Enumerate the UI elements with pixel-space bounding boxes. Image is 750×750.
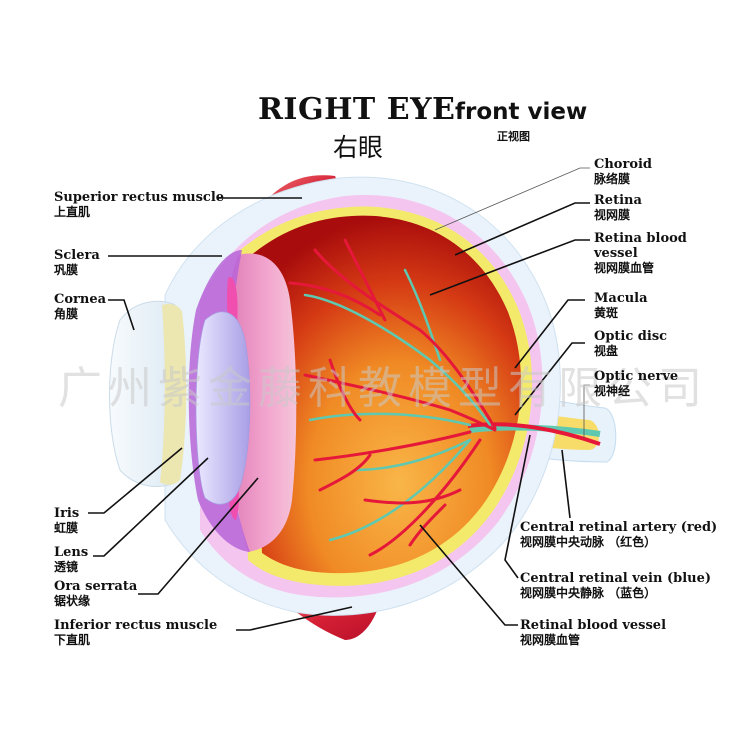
label-cn: 锯状缘 [54, 593, 91, 608]
label-optic-nerve: Optic nerve 视神经 [594, 369, 679, 399]
label-en: Retina blood [594, 231, 687, 246]
label-cornea: Cornea 角膜 [54, 292, 107, 322]
page-title: RIGHT EYE [258, 92, 456, 127]
label-en: Central retinal vein (blue) [520, 571, 712, 586]
label-sclera: Sclera 巩膜 [54, 248, 100, 278]
label-cn: 视网膜血管 [520, 632, 581, 647]
leader-choroid [434, 167, 590, 231]
leader-lines [88, 167, 590, 631]
leader-ora-serrata [138, 477, 259, 595]
label-en: Optic disc [594, 329, 668, 344]
page-subtitle-cn: 正视图 [497, 130, 530, 143]
label-en: Retina [594, 193, 642, 208]
leader-inferior-rectus [236, 606, 353, 631]
label-central-retinal-vein: Central retinal vein (blue) 视网膜中央静脉 （蓝色） [520, 571, 712, 601]
label-superior-rectus-muscle: Superior rectus muscle 上直肌 [54, 190, 225, 220]
label-en: Choroid [594, 157, 653, 172]
leader-retinal-blood-vessel [419, 524, 518, 626]
leader-central-artery [561, 449, 571, 519]
label-en: Ora serrata [54, 579, 138, 594]
label-optic-disc: Optic disc 视盘 [594, 329, 668, 359]
label-cn: 脉络膜 [594, 171, 631, 186]
ciliary-body [226, 253, 297, 552]
label-cn: 巩膜 [54, 262, 79, 277]
leader-retina [454, 202, 590, 256]
leader-cornea [108, 299, 135, 331]
retinal-veins [303, 268, 492, 542]
label-cn: 视网膜血管 [594, 260, 655, 275]
label-cn: 黄斑 [594, 305, 619, 320]
label-retinal-blood-vessel: Retinal blood vessel 视网膜血管 [520, 618, 667, 648]
leader-macula [514, 299, 585, 369]
label-inferior-rectus-muscle: Inferior rectus muscle 下直肌 [54, 618, 218, 648]
label-en-line2: vessel [594, 245, 638, 261]
leader-central-vein [504, 434, 531, 579]
label-retina: Retina 视网膜 [594, 193, 642, 223]
label-ora-serrata: Ora serrata 锯状缘 [54, 579, 138, 609]
label-en: Macula [594, 291, 648, 306]
label-central-retinal-artery: Central retinal artery (red) 视网膜中央动脉 （红色… [520, 520, 718, 550]
label-en: Cornea [54, 292, 107, 307]
label-en: Lens [54, 545, 89, 560]
label-cn: 透镜 [54, 559, 79, 574]
label-en: Inferior rectus muscle [54, 618, 218, 633]
label-cn: 虹膜 [54, 520, 79, 535]
label-cn: 上直肌 [54, 204, 91, 219]
cornea-inner [160, 303, 187, 485]
lens [195, 311, 251, 505]
label-en: Superior rectus muscle [54, 190, 225, 205]
leader-lens [93, 457, 209, 557]
label-en: Sclera [54, 248, 100, 263]
leader-optic-disc [514, 342, 585, 416]
page-subtitle: front view [455, 99, 588, 125]
label-choroid: Choroid 脉络膜 [594, 157, 653, 187]
leader-retina-blood-vessel [429, 239, 590, 296]
label-lens: Lens 透镜 [54, 545, 89, 575]
retinal-arteries [288, 238, 497, 557]
label-cn: 视盘 [594, 343, 619, 358]
label-cn: 下直肌 [54, 632, 91, 647]
label-en: Retinal blood vessel [520, 618, 667, 633]
label-cn: 角膜 [54, 306, 79, 321]
leader-optic-nerve [583, 384, 590, 438]
label-en: Central retinal artery (red) [520, 520, 718, 535]
label-macula: Macula 黄斑 [594, 291, 648, 321]
label-cn: 视神经 [594, 383, 631, 398]
label-retina-blood-vessel: Retina blood vessel 视网膜血管 [594, 231, 687, 276]
page-title-cn: 右眼 [333, 133, 384, 162]
label-en: Optic nerve [594, 369, 679, 384]
leader-iris [88, 447, 183, 514]
label-en: Iris [54, 506, 80, 521]
label-iris: Iris 虹膜 [54, 506, 80, 536]
label-cn: 视网膜中央动脉 （红色） [520, 534, 657, 549]
label-cn: 视网膜 [594, 207, 631, 222]
label-cn: 视网膜中央静脉 （蓝色） [520, 585, 657, 600]
